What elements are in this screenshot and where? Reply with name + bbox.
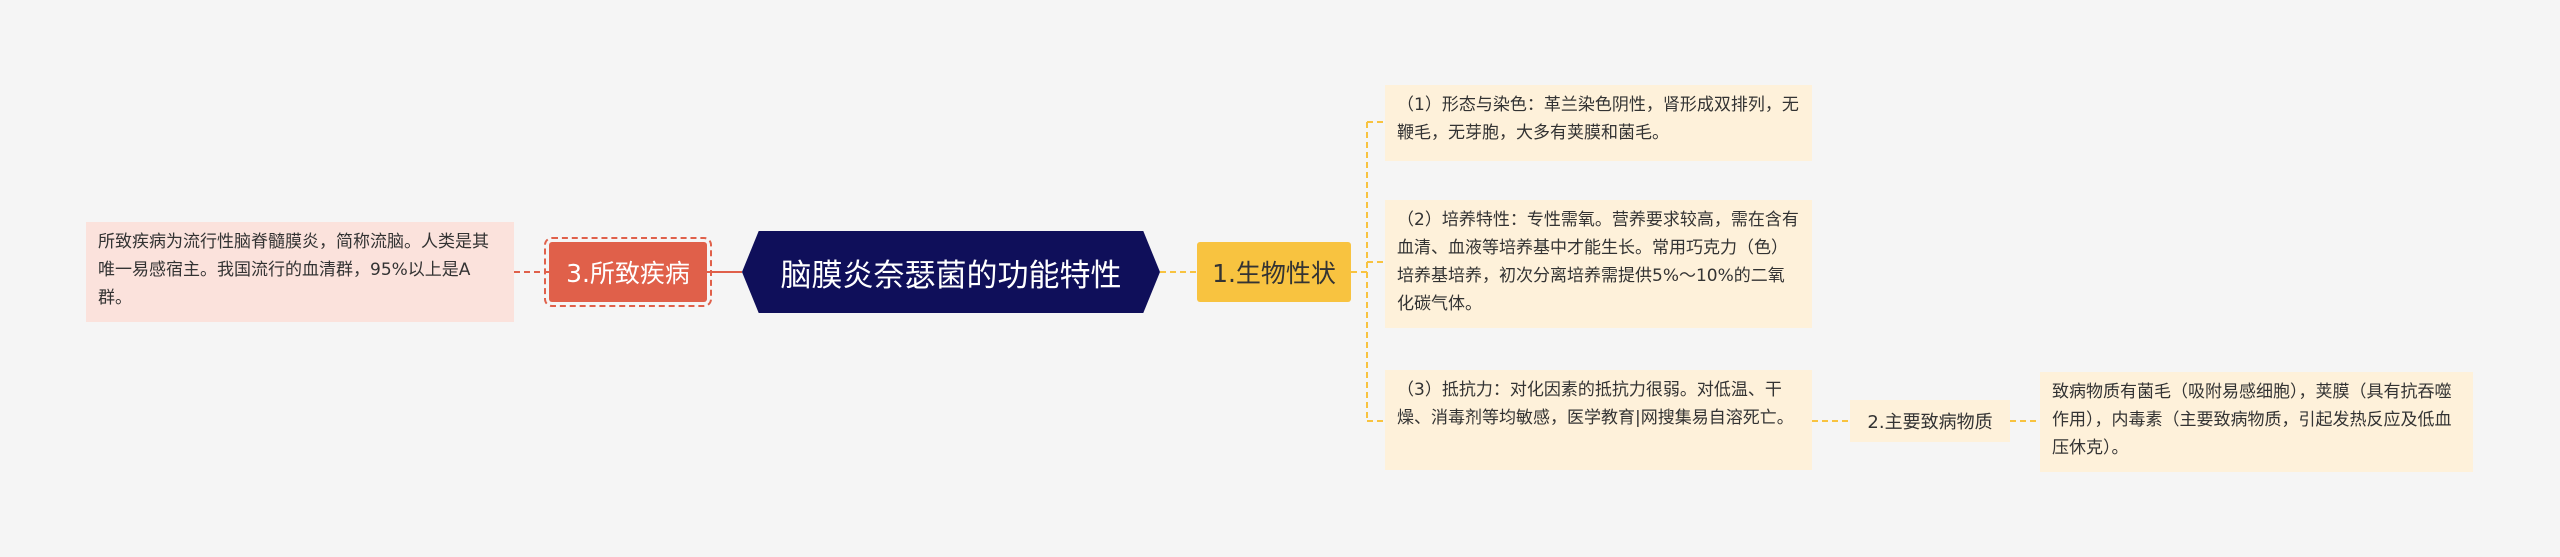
branch-virulence-factors-label: 2.主要致病物质 [1867, 412, 1993, 433]
leaf-morphology[interactable]: （1）形态与染色：革兰染色阴性，肾形成双排列，无鞭毛，无芽胞，大多有荚膜和菌毛。 [1385, 85, 1812, 161]
leaf-virulence-detail-text: 致病物质有菌毛（吸附易感细胞），荚膜（具有抗吞噬作用），内毒素（主要致病物质，引… [2052, 382, 2452, 458]
branch-biological-traits[interactable]: 1.生物性状 [1197, 242, 1351, 302]
branch-virulence-factors[interactable]: 2.主要致病物质 [1850, 400, 2010, 442]
central-topic-label: 脑膜炎奈瑟菌的功能特性 [780, 257, 1122, 294]
leaf-resistance-text: （3）抵抗力：对化因素的抵抗力很弱。对低温、干燥、消毒剂等均敏感，医学教育|网搜… [1397, 380, 1794, 428]
leaf-resistance[interactable]: （3）抵抗力：对化因素的抵抗力很弱。对低温、干燥、消毒剂等均敏感，医学教育|网搜… [1385, 370, 1812, 470]
branch-diseases[interactable]: 3.所致疾病 [544, 237, 712, 307]
central-topic[interactable]: 脑膜炎奈瑟菌的功能特性 [742, 231, 1160, 313]
leaf-morphology-text: （1）形态与染色：革兰染色阴性，肾形成双排列，无鞭毛，无芽胞，大多有荚膜和菌毛。 [1397, 95, 1799, 143]
leaf-virulence-detail[interactable]: 致病物质有菌毛（吸附易感细胞），荚膜（具有抗吞噬作用），内毒素（主要致病物质，引… [2040, 372, 2473, 472]
leaf-disease-detail-text: 所致疾病为流行性脑脊髓膜炎，简称流脑。人类是其唯一易感宿主。我国流行的血清群，9… [98, 232, 489, 308]
leaf-culture-text: （2）培养特性：专性需氧。营养要求较高，需在含有血清、血液等培养基中才能生长。常… [1397, 210, 1799, 314]
leaf-disease-detail[interactable]: 所致疾病为流行性脑脊髓膜炎，简称流脑。人类是其唯一易感宿主。我国流行的血清群，9… [86, 222, 514, 322]
leaf-culture[interactable]: （2）培养特性：专性需氧。营养要求较高，需在含有血清、血液等培养基中才能生长。常… [1385, 200, 1812, 328]
branch-biological-traits-label: 1.生物性状 [1212, 259, 1336, 288]
branch-diseases-label: 3.所致疾病 [566, 259, 690, 288]
